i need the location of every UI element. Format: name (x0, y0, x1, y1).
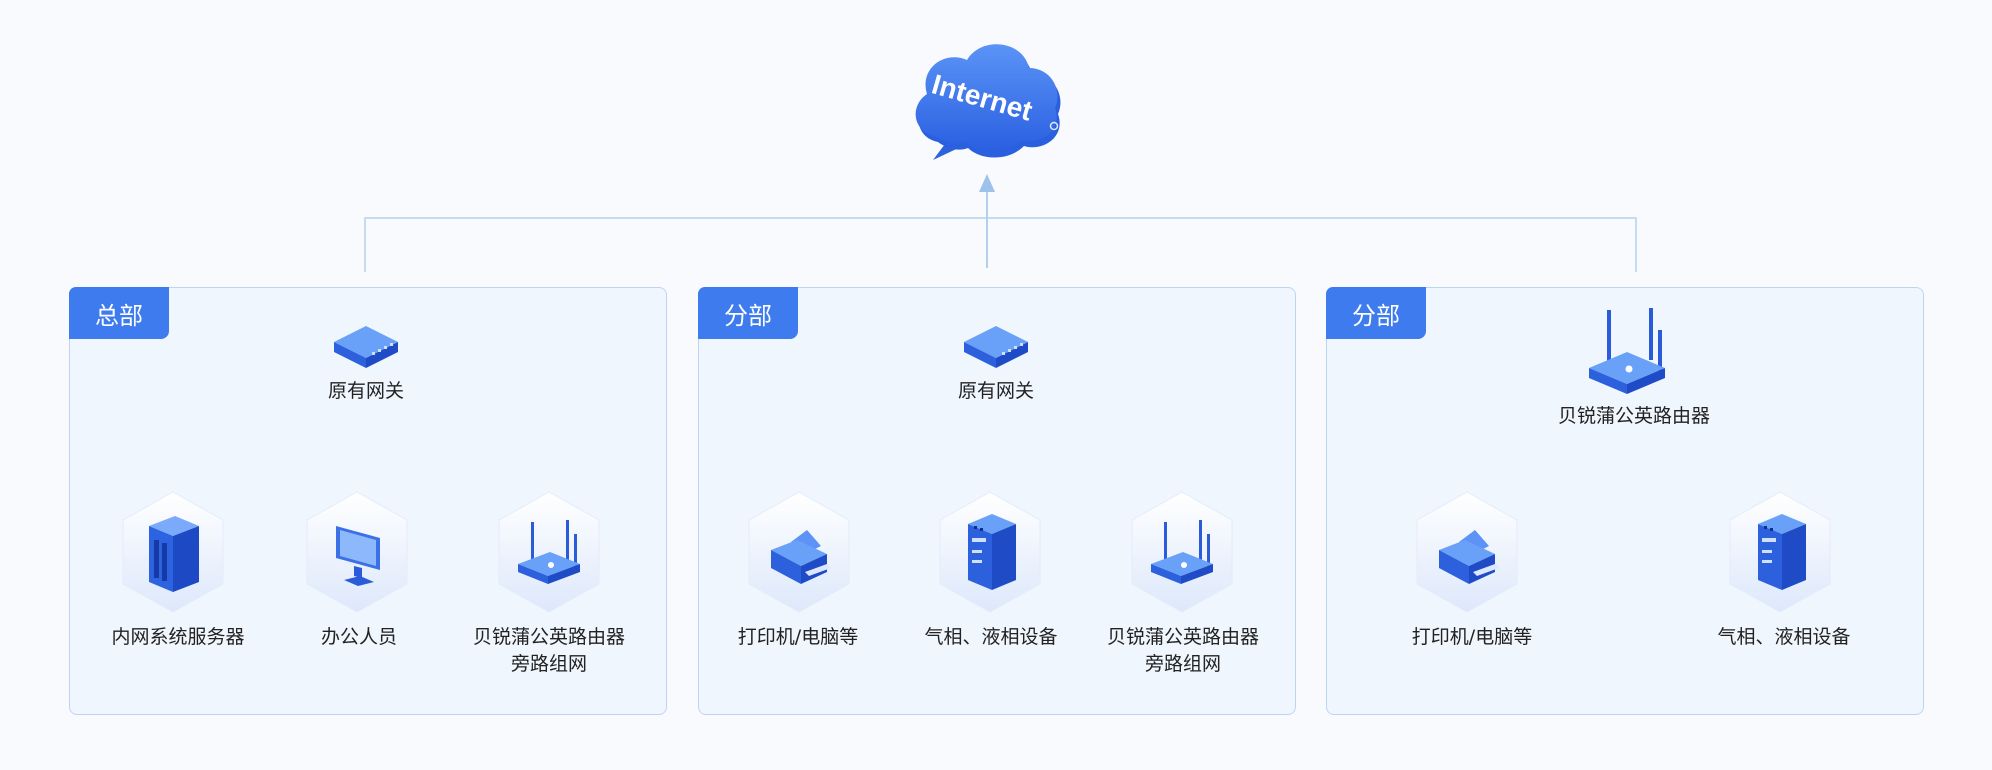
panel-tab: 总部 (69, 287, 169, 339)
printer-icon (1433, 522, 1503, 592)
device-label: 打印机/电脑等 (737, 626, 859, 648)
device-label: 打印机/电脑等 (1411, 626, 1533, 648)
gateway-label: 原有网关 (327, 380, 405, 402)
device-label-line1: 贝锐蒲公英路由器 (1106, 626, 1260, 648)
internet-cloud: Internet (905, 32, 1065, 166)
monitor-icon (330, 520, 390, 594)
device-label: 内网系统服务器 (111, 626, 245, 648)
device-label-line2: 旁路组网 (1144, 653, 1222, 675)
panel-tab: 分部 (698, 287, 798, 339)
instrument-icon (1752, 510, 1812, 598)
gateway-switch-icon (960, 320, 1032, 374)
instrument-icon (962, 510, 1022, 598)
panel-tab: 分部 (1326, 287, 1426, 339)
device-hex-bg (498, 491, 600, 613)
device-label: 气相、液相设备 (924, 626, 1058, 648)
printer-icon (765, 522, 835, 592)
router-icon (1147, 516, 1217, 596)
server-icon (141, 512, 205, 598)
gateway-label: 贝锐蒲公英路由器 (1557, 405, 1711, 427)
device-label-line2: 旁路组网 (510, 653, 588, 675)
device-label: 办公人员 (320, 626, 398, 648)
router-icon (514, 516, 584, 596)
device-hex-bg (1131, 491, 1233, 613)
gateway-label: 原有网关 (957, 380, 1035, 402)
gateway-switch-icon (330, 320, 402, 374)
device-label: 气相、液相设备 (1717, 626, 1851, 648)
device-label-line1: 贝锐蒲公英路由器 (472, 626, 626, 648)
router-icon (1585, 306, 1669, 406)
